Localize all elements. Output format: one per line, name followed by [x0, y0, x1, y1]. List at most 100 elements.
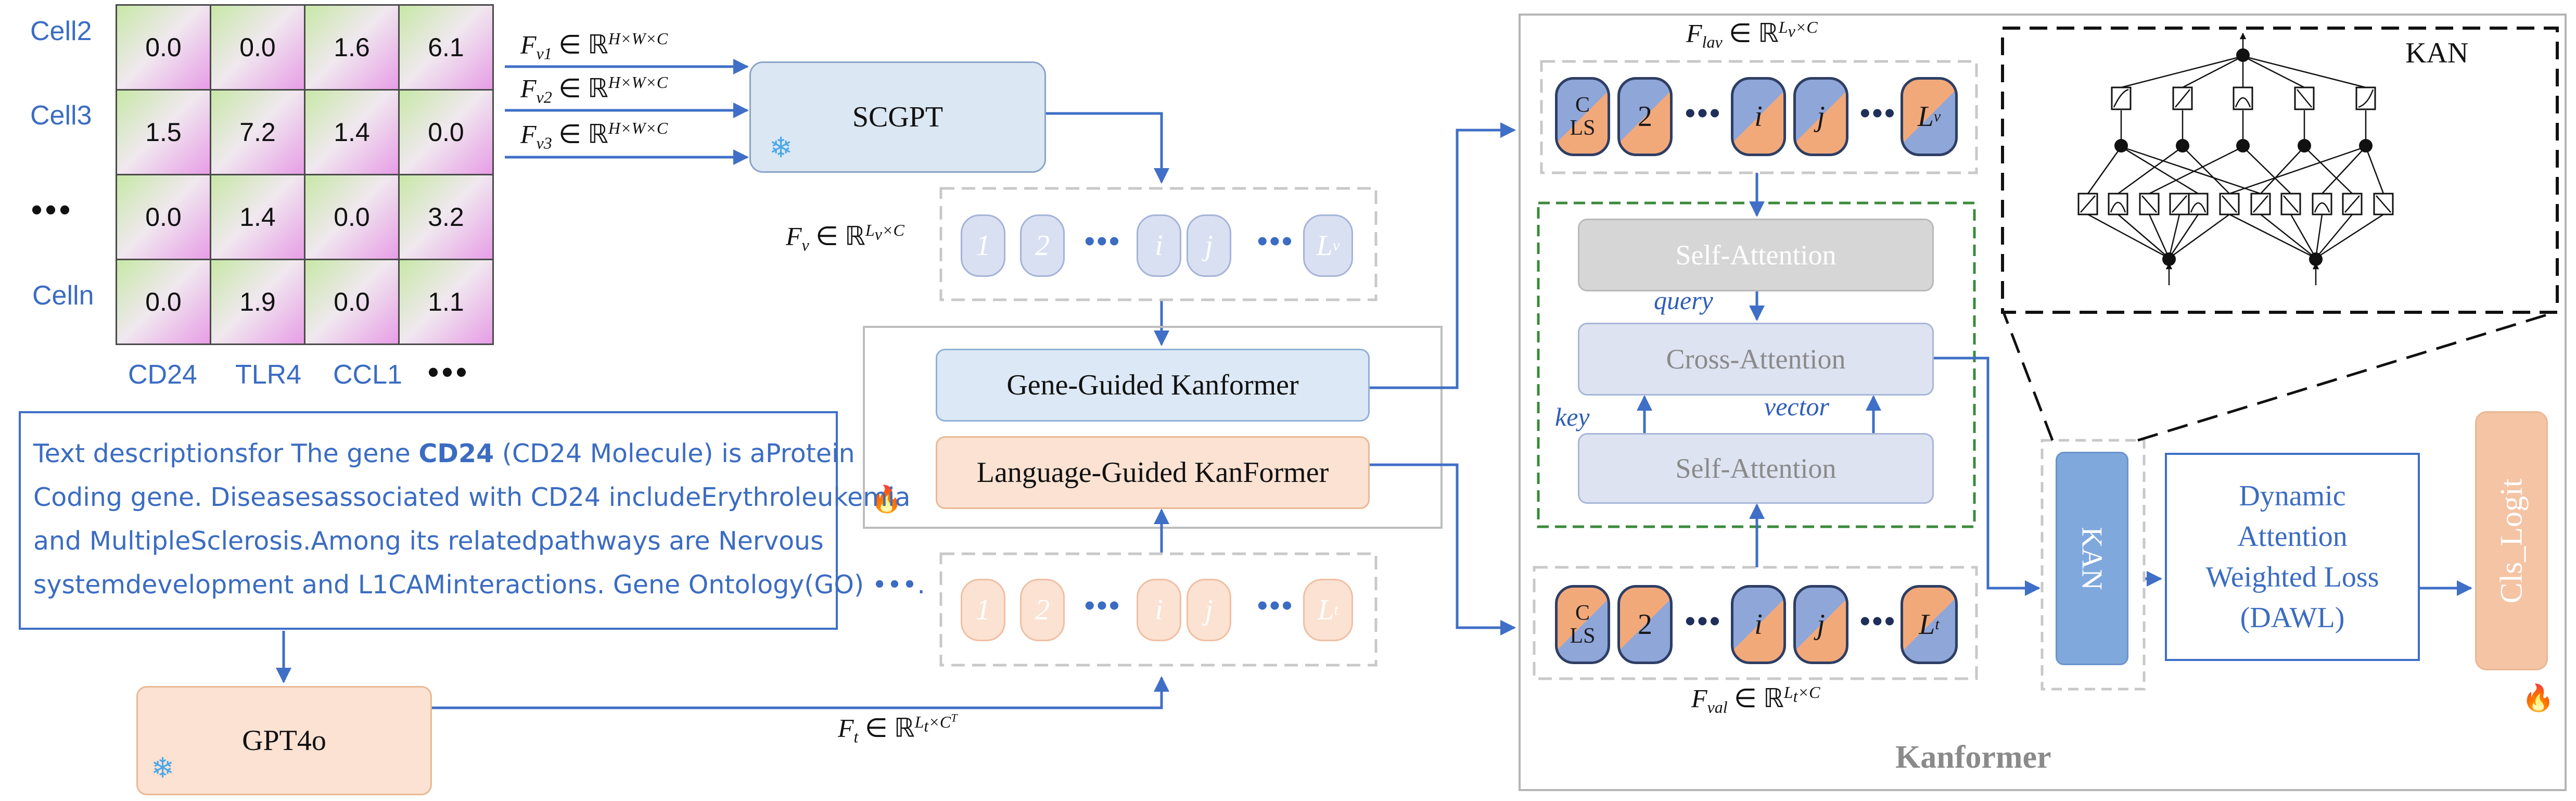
kanformer-text-token: j [1793, 585, 1848, 664]
row-label-ellipsis: ••• [31, 192, 74, 227]
matrix-cell: 0.0 [116, 174, 211, 260]
dual-kanformer-frame [863, 326, 1443, 529]
kan-block: KAN [2056, 452, 2128, 665]
language-guided-kanformer-block: Language-Guided KanFormer [936, 436, 1370, 509]
matrix-cell: 0.0 [116, 259, 211, 345]
cross-attention-label: Cross-Attention [1666, 344, 1846, 375]
fv-label: Fv ∈ ℝLv×C [786, 221, 904, 255]
matrix-cell: 1.5 [116, 89, 211, 175]
dawl-line: Dynamic [2239, 480, 2346, 512]
matrix-cell: 3.2 [398, 174, 494, 260]
cross-attention-block: Cross-Attention [1578, 323, 1934, 396]
kanformer-frame [1519, 14, 2567, 791]
description-text: Text descriptionsfor The gene [33, 439, 419, 468]
token-ellipsis: ••• [1860, 96, 1897, 129]
visual-token-strip-frame [939, 187, 1378, 301]
kanformer-title: Kanformer [1895, 740, 2051, 775]
gene-guided-label: Gene-Guided Kanformer [1006, 369, 1299, 401]
self-attention-top-label: Self-Attention [1675, 239, 1837, 271]
description-text: (CD24 Molecule) is aProtein [494, 439, 855, 468]
visual-token: i [1137, 214, 1181, 277]
flame-icon: 🔥 [2522, 683, 2555, 713]
matrix-cell: 0.0 [116, 4, 211, 91]
description-line: systemdevelopment and L1CAMinteractions.… [33, 570, 925, 600]
token-ellipsis: ••• [1085, 224, 1121, 257]
scgpt-block: SCGPT [749, 61, 1046, 173]
col-label-ellipsis: ••• [428, 354, 470, 389]
key-label: key [1555, 402, 1590, 431]
matrix-cell: 0.0 [304, 259, 400, 345]
kan-network-graph [2087, 32, 2384, 285]
row-label-cell2: Cell2 [30, 16, 92, 46]
matrix-cell: 1.4 [304, 89, 400, 175]
cross-to-kan-arrow [1934, 357, 2041, 596]
token-ellipsis: ••• [1257, 224, 1294, 257]
col-label-cd24: CD24 [128, 360, 197, 390]
flame-icon: 🔥 [870, 484, 903, 514]
zoom-line-left [2002, 312, 2054, 441]
fv1-label: Fv1 ∈ ℝH×W×C [520, 29, 668, 63]
query-label: query [1654, 286, 1713, 315]
dawl-line: Attention [2237, 520, 2348, 553]
matrix-cell: 0.0 [398, 89, 494, 175]
kanformer-visual-token: i [1731, 77, 1786, 156]
matrix-cell: 1.9 [210, 259, 305, 345]
kanformer-text-token: i [1731, 585, 1786, 664]
visual-token: j [1187, 214, 1231, 277]
kanformer-visual-token: j [1793, 77, 1848, 156]
kan-block-label: KAN [2075, 527, 2108, 590]
description-line: Text descriptionsfor The gene CD24 (CD24… [33, 432, 855, 476]
cls-logit-label: Cls_Logit [2494, 478, 2529, 604]
kanformer-visual-token: 2 [1617, 77, 1673, 156]
self-attention-bottom: Self-Attention [1578, 433, 1934, 504]
description-line-1: Text descriptionsfor The gene CD24 (CD24… [33, 439, 855, 468]
text-token: i [1137, 579, 1181, 641]
vector-label: vector [1764, 392, 1829, 421]
description-line: Coding gene. Diseasesassociated with CD2… [33, 482, 911, 512]
dawl-line: (DAWL) [2240, 602, 2345, 634]
kan-inset-frame [2001, 27, 2559, 314]
gene-text-description: Text descriptionsfor The gene CD24 (CD24… [19, 411, 925, 630]
row-label-celln: Celln [32, 281, 94, 311]
text-token-strip-frame [939, 552, 1378, 667]
matrix-cell: 0.0 [210, 4, 305, 91]
self-attention-bottom-label: Self-Attention [1675, 453, 1837, 484]
kan-spline-curves [2080, 88, 2391, 213]
description-bold-term: CD24 [418, 439, 494, 468]
description-line: and MultipleSclerosis.Among its relatedp… [33, 526, 824, 556]
fval-token-strip-frame [1533, 566, 1978, 680]
gpt-to-text-tokens-arrow [432, 676, 1169, 709]
gene-to-kanformer-arrow [1370, 122, 1516, 389]
col-label-ccl1: CCL1 [333, 360, 402, 390]
scgpt-to-tokens-arrow [1046, 112, 1169, 184]
scgpt-label: SCGPT [852, 101, 943, 133]
snowflake-icon: ❄ [151, 752, 175, 784]
dawl-line: Weighted Loss [2205, 561, 2379, 593]
kan-network-nodes [2114, 48, 2373, 266]
fval-label: Fval ∈ ℝLt×C [1691, 683, 1820, 717]
flav-label: Flav ∈ ℝLv×C [1686, 18, 1818, 52]
token-ellipsis: ••• [1860, 604, 1897, 637]
visual-token: 1 [961, 214, 1005, 277]
cls-logit-block: Cls_Logit [2475, 411, 2548, 670]
language-to-kanformer-arrow [1370, 463, 1516, 635]
col-label-tlr4: TLR4 [235, 360, 302, 390]
gpt4o-label: GPT4o [242, 724, 326, 757]
language-guided-label: Language-Guided KanFormer [976, 456, 1329, 489]
flav-token-strip-frame [1540, 60, 1978, 174]
matrix-cell: 1.6 [304, 4, 400, 91]
kanformer-text-token: 2 [1617, 585, 1673, 664]
dawl-block: Dynamic Attention Weighted Loss (DAWL) [2165, 453, 2420, 661]
matrix-cell: 6.1 [398, 4, 494, 91]
gpt4o-block: GPT4o [136, 686, 432, 795]
ft-label: Ft ∈ ℝLt×CT [838, 711, 958, 746]
matrix-cell: 1.1 [398, 259, 494, 345]
visual-token: 2 [1020, 214, 1065, 277]
snowflake-icon: ❄ [769, 131, 793, 164]
